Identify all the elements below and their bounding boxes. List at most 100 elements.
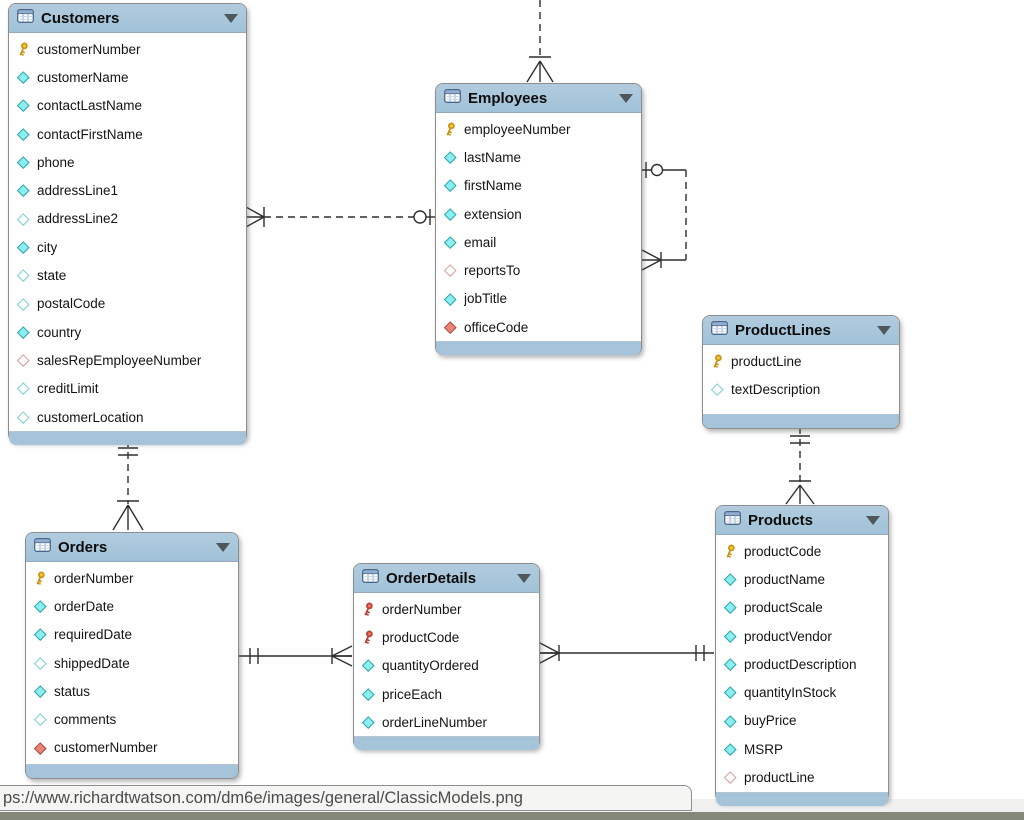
table-icon (17, 8, 34, 28)
field-name: productVendor (744, 628, 832, 644)
foreign-key-icon (443, 320, 457, 334)
field-name: requiredDate (54, 627, 133, 643)
field-name: productDescription (744, 656, 857, 672)
field-name: MSRP (744, 741, 784, 757)
field-name: shippedDate (54, 655, 130, 671)
field-name: state (37, 268, 67, 284)
field-name: buyPrice (744, 713, 797, 729)
primary-key-icon (16, 42, 30, 56)
field-row: productCode (354, 623, 539, 651)
field-row: phone (9, 148, 246, 176)
field-row: MSRP (716, 735, 888, 763)
table-title: Customers (41, 9, 120, 27)
field-row: customerNumber (9, 35, 246, 63)
table-header-orders[interactable]: Orders (26, 533, 238, 562)
field-row: requiredDate (26, 621, 238, 649)
field-row: quantityInStock (716, 678, 888, 706)
field-name: orderLineNumber (382, 714, 488, 730)
table-header-customers[interactable]: Customers (9, 4, 246, 33)
nullable-attribute-icon (33, 656, 47, 670)
nullable-attribute-icon (33, 713, 47, 727)
field-row: priceEach (354, 680, 539, 708)
field-name: contactLastName (37, 98, 143, 114)
table-footer (436, 341, 641, 356)
attribute-icon (723, 742, 737, 756)
field-row: postalCode (9, 290, 246, 318)
nullable-attribute-icon (710, 382, 724, 396)
field-name: officeCode (464, 319, 529, 335)
table-customers: Customers customerNumber customerName cont… (8, 3, 247, 446)
field-name: reportsTo (464, 263, 521, 279)
attribute-icon (723, 657, 737, 671)
orderdetails-products-connector (539, 642, 714, 664)
attribute-icon (33, 628, 47, 642)
table-header-products[interactable]: Products (716, 506, 888, 535)
field-name: productCode (382, 629, 460, 645)
field-row: firstName (436, 172, 641, 200)
field-row: orderNumber (26, 564, 238, 592)
field-name: lastName (464, 149, 522, 165)
field-name: quantityOrdered (382, 658, 479, 674)
table-header-employees[interactable]: Employees (436, 84, 641, 113)
customers-orders-connector (112, 440, 144, 531)
field-name: orderDate (54, 598, 115, 614)
attribute-icon (443, 179, 457, 193)
window-bottom-edge (0, 812, 1024, 820)
table-footer (9, 431, 246, 446)
field-name: customerName (37, 69, 129, 85)
field-row: customerNumber (26, 734, 238, 762)
collapse-arrow-icon[interactable] (517, 573, 531, 583)
field-row: email (436, 228, 641, 256)
field-name: postalCode (37, 296, 106, 312)
field-row: contactLastName (9, 92, 246, 120)
field-name: customerNumber (37, 41, 141, 57)
table-icon (34, 537, 51, 557)
field-row: textDescription (703, 375, 899, 403)
field-row: comments (26, 705, 238, 733)
primary-foreign-key-icon (361, 630, 375, 645)
field-row: status (26, 677, 238, 705)
attribute-icon (443, 292, 457, 306)
attribute-icon (361, 715, 375, 729)
attribute-icon (443, 150, 457, 164)
collapse-arrow-icon[interactable] (216, 542, 230, 552)
nullable-foreign-key-icon (443, 264, 457, 278)
field-list: orderNumber orderDate requiredDate shippedD… (26, 562, 238, 764)
table-footer (716, 791, 888, 806)
field-name: priceEach (382, 686, 443, 702)
table-icon (362, 568, 379, 588)
field-name: customerLocation (37, 409, 144, 425)
offscreen-employees-connector (526, 0, 554, 83)
browser-status-bar: ps://www.richardtwatson.com/dm6e/images/… (0, 785, 692, 811)
field-name: productLine (744, 770, 815, 786)
field-row: contactFirstName (9, 120, 246, 148)
collapse-arrow-icon[interactable] (619, 93, 633, 103)
table-header-orderdetails[interactable]: OrderDetails (354, 564, 539, 593)
field-name: creditLimit (37, 381, 99, 397)
field-row: creditLimit (9, 375, 246, 403)
field-row: customerName (9, 63, 246, 91)
table-header-productlines[interactable]: ProductLines (703, 316, 899, 345)
field-row: productDescription (716, 650, 888, 678)
attribute-icon (16, 325, 30, 339)
attribute-icon (361, 659, 375, 673)
field-name: customerNumber (54, 740, 158, 756)
attribute-icon (723, 714, 737, 728)
collapse-arrow-icon[interactable] (224, 13, 238, 23)
collapse-arrow-icon[interactable] (866, 515, 880, 525)
field-row: productName (716, 565, 888, 593)
collapse-arrow-icon[interactable] (877, 325, 891, 335)
orders-orderdetails-connector (238, 645, 353, 667)
field-row: jobTitle (436, 285, 641, 313)
field-list: customerNumber customerName contactLastNam… (9, 33, 246, 431)
field-row: productCode (716, 537, 888, 565)
field-row: productScale (716, 594, 888, 622)
table-footer (703, 414, 899, 428)
field-name: jobTitle (464, 291, 508, 307)
attribute-icon (723, 572, 737, 586)
field-name: productCode (744, 543, 822, 559)
